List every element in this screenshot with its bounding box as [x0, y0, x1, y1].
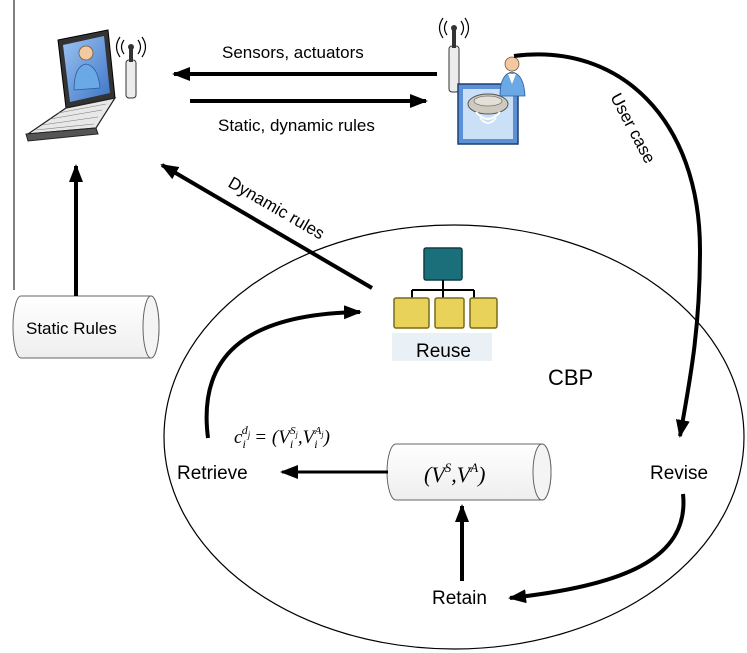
case-base-database: (VS,VA)	[386, 443, 552, 501]
arrow-revise-to-retain	[508, 493, 686, 604]
label-retrieve: Retrieve	[177, 463, 248, 484]
case-base-formula: (VS,VA)	[424, 460, 486, 487]
cbp-ellipse	[163, 224, 745, 650]
arrow-user-case	[513, 52, 703, 438]
smoke-sensor-device-icon	[438, 17, 526, 145]
arrow-dynamic-rules	[160, 163, 374, 290]
formula-case: cidj= (ViSj,ViAj)	[234, 423, 330, 451]
laptop-user-icon	[25, 29, 147, 142]
label-retain: Retain	[432, 588, 487, 609]
static-rules-database: Static Rules	[12, 295, 160, 359]
arrow-retrieve-to-reuse	[204, 305, 362, 439]
label-sensors-actuators: Sensors, actuators	[222, 43, 364, 62]
label-reuse: Reuse	[416, 341, 471, 362]
label-cbp: CBP	[548, 365, 593, 390]
label-revise: Revise	[650, 463, 708, 484]
hierarchy-tree-icon	[392, 247, 498, 361]
label-static-dynamic-rules: Static, dynamic rules	[218, 116, 375, 135]
label-static-rules: Static Rules	[26, 319, 117, 338]
